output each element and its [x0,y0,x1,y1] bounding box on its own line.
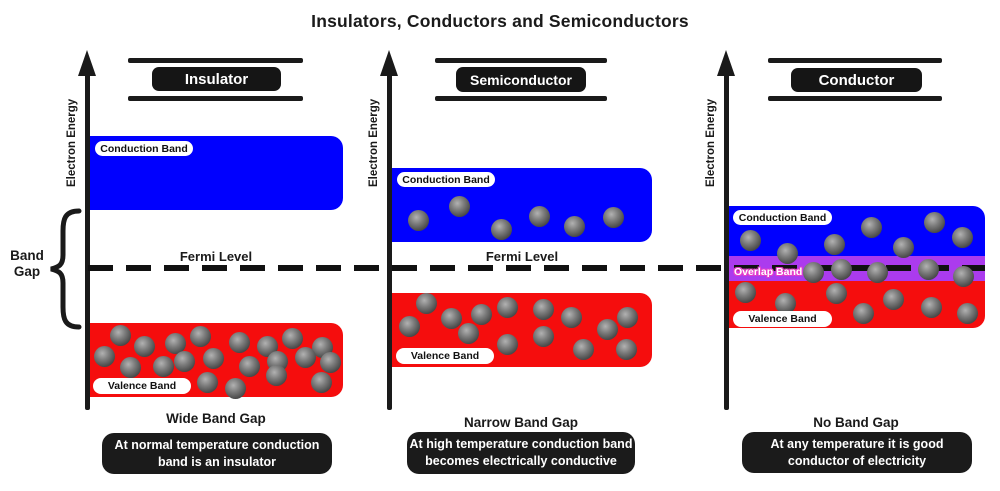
band-gap-brace-icon [50,208,82,330]
conduction-band-label-text: Conduction Band [402,173,490,186]
conduction-band-label-text: Conduction Band [738,211,827,224]
conduction-band-label-insulator: Conduction Band [95,141,193,156]
axis-label-insulator: Electron Energy [66,98,78,187]
valence-band-label-conductor: Valence Band [733,311,832,327]
panel-header-semiconductor-label: Semiconductor [470,71,572,88]
energy-axis-conductor [724,72,729,410]
energy-axis-semiconductor [387,72,392,410]
caption-semiconductor: At high temperature conduction band beco… [407,432,635,474]
energy-axis-insulator [85,72,90,410]
fermi-level-label-insulator: Fermi Level [179,249,253,264]
header-rule-top-semiconductor [435,58,607,63]
panel-header-semiconductor: Semiconductor [456,67,586,92]
header-rule-top-conductor [768,58,942,63]
panel-header-insulator: Insulator [152,67,281,91]
header-rule-bottom-insulator [128,96,303,101]
valence-band-label-text: Valence Band [107,380,177,392]
conduction-band-label-conductor: Conduction Band [733,210,832,225]
axis-label-conductor: Electron Energy [705,98,717,187]
overlap-band-label-conductor: Overlap Band [734,266,803,278]
diagram-title: Insulators, Conductors and Semiconductor… [311,11,689,31]
header-rule-bottom-conductor [768,96,942,101]
header-rule-top-insulator [128,58,303,63]
gap-size-label-insulator: Wide Band Gap [166,411,266,426]
caption-conductor: At any temperature it is good conductor … [742,432,972,473]
caption-insulator: At normal temperature conduction band is… [102,433,332,474]
conduction-band-label-semiconductor: Conduction Band [397,172,495,187]
valence-band-label-text: Valence Band [748,313,817,325]
valence-band-label-text: Valence Band [410,350,480,362]
fermi-level-label-semiconductor: Fermi Level [485,249,559,264]
panel-header-insulator-label: Insulator [184,70,249,88]
valence-band-label-semiconductor: Valence Band [396,348,494,364]
valence-band-label-insulator: Valence Band [93,378,191,394]
gap-size-label-conductor: No Band Gap [813,415,899,430]
fermi-level-line [88,265,985,271]
band-gap-label: Band Gap [10,248,44,279]
header-rule-bottom-semiconductor [435,96,607,101]
axis-label-semiconductor: Electron Energy [368,98,380,187]
energy-axis-arrow-icon [78,50,96,76]
energy-axis-arrow-icon [380,50,398,76]
conduction-band-label-text: Conduction Band [100,142,188,155]
energy-axis-arrow-icon [717,50,735,76]
panel-header-conductor-label: Conductor [818,71,895,89]
gap-size-label-semiconductor: Narrow Band Gap [463,415,579,430]
panel-header-conductor: Conductor [791,68,922,92]
